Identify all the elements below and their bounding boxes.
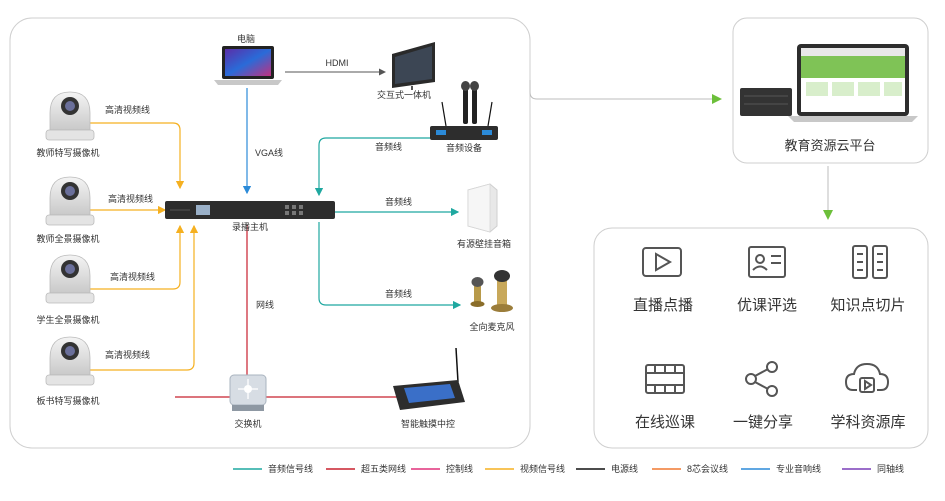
share-icon bbox=[745, 361, 778, 397]
flow-arrow-to-features bbox=[823, 210, 833, 220]
label-interactive-display: 交互式一体机 bbox=[377, 89, 431, 100]
legend-item: 电源线 bbox=[576, 463, 638, 474]
label-vga: VGA线 bbox=[255, 147, 283, 158]
legend-item: 视频信号线 bbox=[485, 463, 565, 474]
feature-label: 一键分享 bbox=[733, 414, 793, 431]
label-computer: 电脑 bbox=[237, 33, 255, 44]
camera-icon-1 bbox=[45, 91, 95, 141]
label-cam-teacher-closeup: 教师特写摄像机 bbox=[36, 147, 99, 158]
switch-icon bbox=[229, 374, 267, 411]
label-touch-control: 智能触摸中控 bbox=[401, 418, 455, 429]
legend-item: 专业音响线 bbox=[741, 463, 821, 474]
svg-text:专业音响线: 专业音响线 bbox=[776, 463, 821, 474]
label-hd-video-2: 高清视频线 bbox=[108, 193, 153, 204]
label-speaker: 有源壁挂音箱 bbox=[457, 238, 511, 249]
label-audio-3: 音频线 bbox=[385, 288, 412, 299]
label-recorder-host: 录播主机 bbox=[232, 221, 268, 232]
label-mic: 全向麦克风 bbox=[469, 321, 514, 332]
label-hd-video-4: 高清视频线 bbox=[105, 349, 150, 360]
feature-label: 学科资源库 bbox=[830, 414, 905, 431]
cloud-video-icon bbox=[844, 362, 890, 393]
legend-item: 同轴线 bbox=[842, 463, 904, 474]
laptop-icon bbox=[214, 46, 282, 85]
feature-label: 优课评选 bbox=[737, 297, 797, 314]
audio-line-3 bbox=[318, 222, 462, 310]
cloud-platform-title: 教育资源云平台 bbox=[784, 138, 875, 153]
label-cam-student-panorama: 学生全景摄像机 bbox=[36, 314, 99, 325]
cloud-platform-icon bbox=[740, 44, 918, 122]
legend-item: 控制线 bbox=[411, 463, 473, 474]
recorder-host-icon bbox=[165, 201, 335, 219]
feature-tile-share[interactable]: 一键分享 bbox=[733, 361, 793, 431]
feature-tile-selection[interactable]: 优课评选 bbox=[737, 246, 797, 314]
interactive-display-icon bbox=[392, 42, 435, 90]
microphone-icon bbox=[470, 270, 513, 312]
label-audio-equipment: 音频设备 bbox=[446, 142, 482, 153]
feature-tile-slice[interactable]: 知识点切片 bbox=[830, 245, 906, 314]
video-line-3 bbox=[88, 224, 185, 290]
touch-control-icon bbox=[393, 347, 465, 410]
flow-line-to-cloud bbox=[529, 80, 712, 100]
label-cam-board-closeup: 板书特写摄像机 bbox=[36, 395, 99, 406]
svg-text:8芯会议线: 8芯会议线 bbox=[687, 463, 728, 474]
label-switch: 交换机 bbox=[234, 418, 261, 429]
label-audio-1: 音频线 bbox=[375, 141, 402, 152]
film-strip-icon bbox=[645, 364, 685, 394]
label-hdmi: HDMI bbox=[326, 58, 349, 68]
legend-item: 8芯会议线 bbox=[652, 463, 728, 474]
svg-text:同轴线: 同轴线 bbox=[877, 463, 904, 474]
flow-arrow-to-cloud bbox=[712, 94, 722, 104]
film-slice-icon bbox=[852, 245, 888, 279]
camera-icon-3 bbox=[45, 254, 95, 304]
feature-tile-live[interactable]: 直播点播 bbox=[633, 247, 693, 314]
camera-icon-2 bbox=[45, 176, 95, 226]
svg-text:电源线: 电源线 bbox=[611, 463, 638, 474]
label-hd-video-1: 高清视频线 bbox=[105, 104, 150, 115]
feature-label: 在线巡课 bbox=[635, 414, 695, 431]
legend-item: 音频信号线 bbox=[233, 463, 313, 474]
feature-tile-library[interactable]: 学科资源库 bbox=[830, 362, 906, 431]
svg-text:超五类网线: 超五类网线 bbox=[361, 463, 406, 474]
legend-item: 超五类网线 bbox=[326, 463, 406, 474]
video-line-1 bbox=[88, 122, 185, 190]
svg-text:视频信号线: 视频信号线 bbox=[520, 463, 565, 474]
feature-label: 知识点切片 bbox=[830, 297, 905, 314]
feature-label: 直播点播 bbox=[633, 297, 693, 314]
audio-equipment-icon bbox=[430, 81, 498, 140]
features-panel bbox=[593, 227, 929, 449]
legend: 音频信号线 超五类网线 控制线 视频信号线 电源线 8芯会议线 专业音响线 同 bbox=[233, 463, 904, 474]
cloud-panel bbox=[732, 17, 929, 164]
classroom-panel bbox=[9, 17, 531, 449]
speaker-icon bbox=[467, 183, 498, 233]
feature-tile-patrol[interactable]: 在线巡课 bbox=[635, 364, 695, 431]
camera-icon-4 bbox=[45, 336, 95, 386]
label-cam-teacher-panorama: 教师全景摄像机 bbox=[36, 233, 99, 244]
svg-text:控制线: 控制线 bbox=[446, 463, 473, 474]
label-audio-2: 音频线 bbox=[385, 196, 412, 207]
play-icon bbox=[642, 247, 682, 277]
svg-text:音频信号线: 音频信号线 bbox=[268, 463, 313, 474]
audio-line-1 bbox=[314, 137, 430, 197]
label-hd-video-3: 高清视频线 bbox=[110, 271, 155, 282]
certificate-icon bbox=[748, 246, 786, 278]
label-network: 网线 bbox=[256, 299, 274, 310]
video-line-4 bbox=[88, 224, 199, 371]
